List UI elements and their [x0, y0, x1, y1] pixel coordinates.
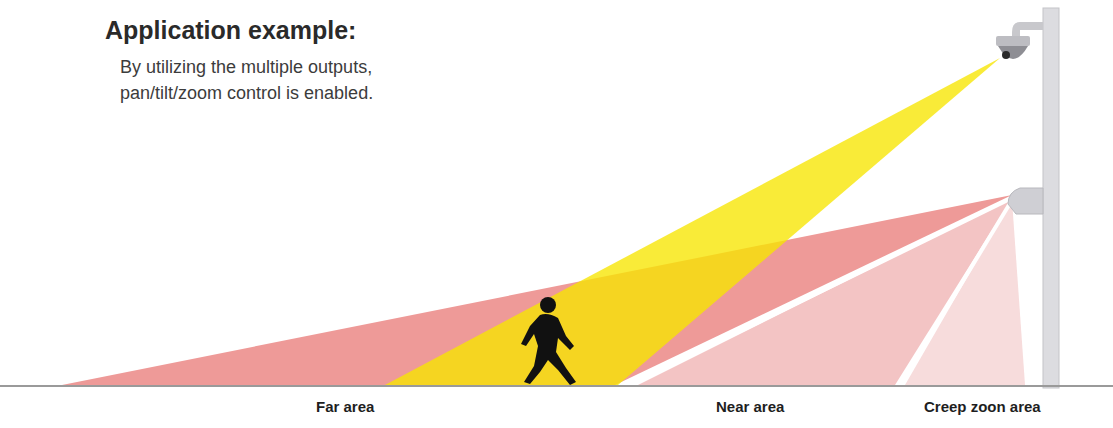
- pole: [1043, 8, 1059, 388]
- zone-label: Far area: [316, 398, 374, 415]
- camera-bracket: [1012, 22, 1043, 38]
- intruder-figure: [521, 297, 576, 385]
- beam-gap: [900, 200, 1012, 385]
- sensor-unit: [1008, 188, 1043, 214]
- zone-label: Near area: [716, 398, 784, 415]
- camera-lens: [1002, 51, 1010, 59]
- camera-housing: [996, 36, 1030, 46]
- description: By utilizing the multiple outputs, pan/t…: [120, 54, 440, 106]
- heading: Application example:: [105, 16, 356, 45]
- zone-label: Creep zoon area: [924, 398, 1041, 415]
- ground-line: [0, 385, 1113, 387]
- far-area-beam: [62, 195, 1012, 385]
- ptz-beam: [385, 58, 1000, 385]
- camera-dome: [998, 46, 1028, 59]
